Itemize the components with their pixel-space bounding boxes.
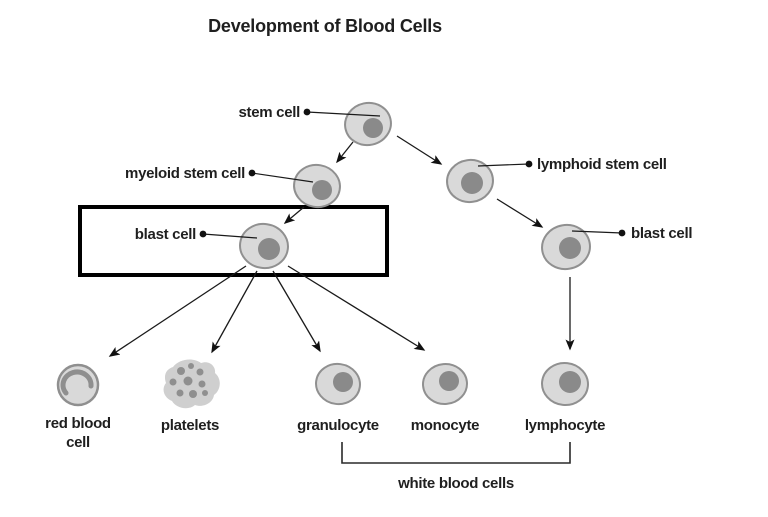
blast-cell-left-label: blast cell	[135, 226, 196, 243]
blast-cell-left-node	[239, 222, 289, 270]
platelet-spot	[183, 376, 193, 386]
blast-cell-right-nucleus	[559, 237, 581, 259]
stem-cell-leader-dot	[303, 108, 311, 116]
white-blood-cells-label: white blood cells	[397, 475, 514, 492]
monocyte-nucleus	[439, 371, 459, 391]
blast-cell-highlight-box	[78, 205, 389, 277]
platelets-label: platelets	[161, 417, 219, 434]
stem-cell-leader-line	[306, 111, 381, 117]
myeloid-stem-cell-node	[293, 163, 341, 209]
platelets-node	[163, 359, 220, 409]
platelet-spot	[169, 378, 177, 386]
platelet-spot	[196, 368, 204, 376]
platelet-spot	[177, 367, 185, 375]
red-blood-cell-label-line2: cell	[66, 434, 90, 451]
platelet-spot	[188, 363, 194, 369]
platelet-spot	[198, 380, 206, 388]
arrow-myeloid-to-blast	[283, 206, 305, 224]
myeloid-stem-cell-leader-dot	[248, 169, 256, 177]
blast-cell-right-label: blast cell	[631, 225, 692, 242]
granulocyte-node	[315, 362, 361, 406]
lymphocyte-nucleus	[559, 371, 581, 393]
platelet-spot	[202, 390, 208, 396]
granulocyte-label: granulocyte	[297, 417, 379, 434]
blast-cell-left-nucleus	[258, 238, 280, 260]
stem-cell-node	[344, 101, 392, 147]
lymphoid-stem-cell-leader-line	[477, 163, 530, 167]
platelet-spot	[176, 389, 184, 397]
lymphocyte-node	[541, 361, 589, 407]
arrow-blast-to-red-blood-cell	[108, 265, 247, 357]
blast-cell-right-leader-line	[571, 230, 623, 234]
monocyte-node	[422, 362, 468, 406]
arrow-blast-to-platelets	[211, 270, 258, 354]
diagram-title: Development of Blood Cells	[208, 16, 442, 36]
red-blood-cell-node	[56, 363, 100, 407]
arrow-blast-to-monocyte	[287, 265, 426, 351]
blast-cell-left-leader-line	[202, 233, 258, 239]
white-blood-cells-bracket	[341, 442, 571, 464]
lymphoid-stem-cell-leader-dot	[525, 160, 533, 168]
arrow-blast-to-granulocyte	[272, 270, 321, 353]
stem-cell-nucleus	[363, 118, 383, 138]
blast-cell-left-leader-dot	[199, 230, 207, 238]
myeloid-stem-cell-label: myeloid stem cell	[125, 165, 245, 182]
monocyte-label: monocyte	[411, 417, 479, 434]
stem-cell-label: stem cell	[238, 104, 300, 121]
arrow-lymphoid-to-blast	[496, 198, 544, 228]
lymphoid-stem-cell-nucleus	[461, 172, 483, 194]
myeloid-stem-cell-leader-line	[251, 172, 314, 183]
lymphoid-stem-cell-node	[446, 158, 494, 204]
arrow-stem-to-lymphoid	[396, 135, 443, 165]
red-blood-cell-crescent	[60, 369, 94, 396]
platelet-spot	[189, 390, 197, 398]
arrow-stem-to-myeloid	[336, 141, 354, 164]
granulocyte-nucleus	[333, 372, 353, 392]
myeloid-stem-cell-nucleus	[312, 180, 332, 200]
red-blood-cell-label-line1: red blood	[45, 415, 111, 432]
lymphoid-stem-cell-label: lymphoid stem cell	[537, 156, 667, 173]
blast-cell-right-leader-dot	[618, 229, 626, 237]
lymphocyte-label: lymphocyte	[525, 417, 605, 434]
blast-cell-right-node	[541, 223, 591, 271]
